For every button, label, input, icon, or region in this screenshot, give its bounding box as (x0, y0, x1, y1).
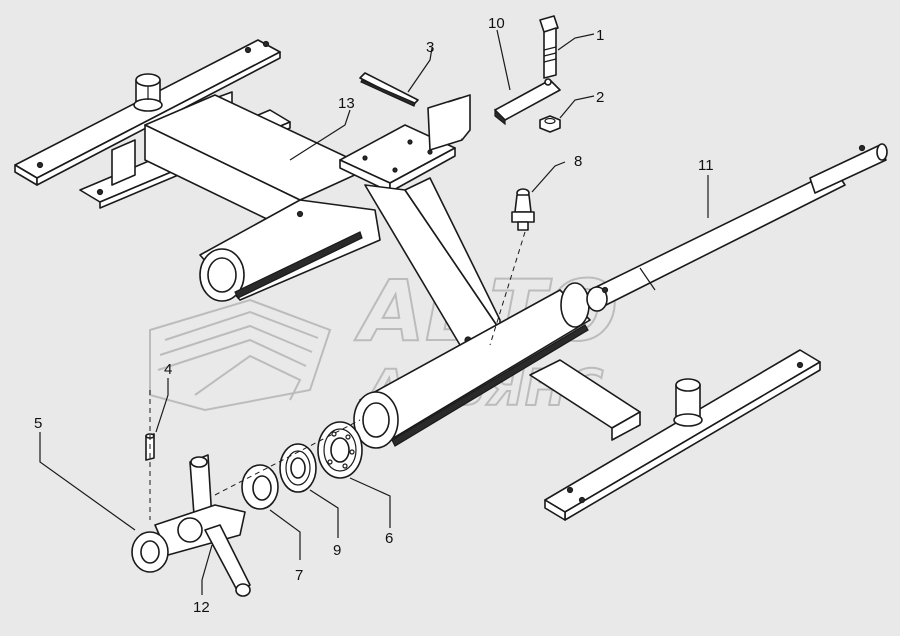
top-plate-assembly (339, 94, 501, 346)
callout-13: 13 (338, 95, 355, 112)
callout-6: 6 (385, 530, 393, 547)
callout-1: 1 (596, 27, 604, 44)
callout-12: 12 (193, 599, 210, 616)
part-6-bearing (317, 421, 363, 479)
callout-7: 7 (295, 567, 303, 584)
callout-4: 4 (164, 361, 172, 378)
assembly-axis-lines (149, 231, 526, 520)
part-1-bolt (539, 15, 559, 79)
callout-labels: 1 2 3 4 5 6 7 8 9 10 11 12 13 (34, 15, 714, 616)
part-8-grease-fitting (511, 188, 535, 231)
part-3-key (359, 72, 419, 107)
callout-11: 11 (698, 157, 714, 174)
callout-9: 9 (333, 542, 341, 559)
callout-3: 3 (426, 39, 434, 56)
watermark-logo (149, 298, 332, 412)
right-mounting-bar (544, 349, 821, 521)
part-9-bearing (279, 443, 317, 493)
right-cross-tube (529, 359, 641, 441)
part-11-shaft (586, 143, 888, 312)
callout-10: 10 (488, 15, 505, 32)
frame-cross-tube (144, 94, 381, 302)
part-10-clamp (494, 78, 561, 126)
part-2-nut (539, 115, 561, 133)
callout-8: 8 (574, 153, 582, 170)
callout-2: 2 (596, 89, 604, 106)
right-main-tube (353, 282, 591, 449)
callout-5: 5 (34, 415, 42, 432)
part-12-fork-lever (131, 454, 251, 597)
part-7-washer (241, 464, 279, 510)
leader-lines (39, 29, 709, 595)
